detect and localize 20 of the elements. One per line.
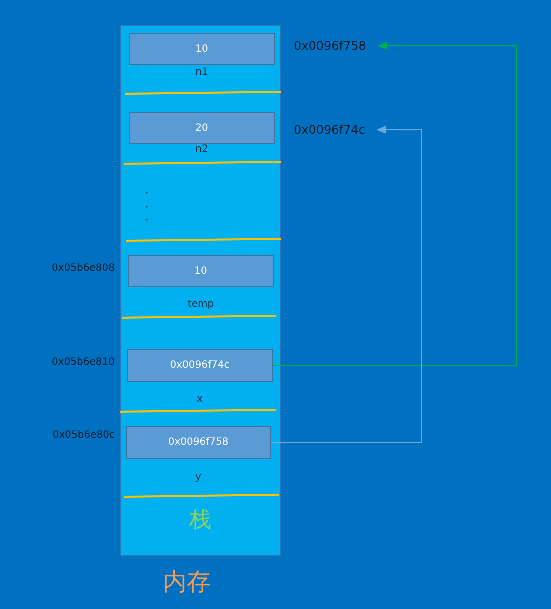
memory-cell: 0x0096f758 bbox=[126, 426, 271, 459]
arrow bbox=[272, 42, 518, 366]
memory-cell: 0x0096f74c bbox=[127, 349, 273, 382]
arrow bbox=[270, 126, 422, 443]
stack-panel bbox=[120, 25, 281, 556]
caption: 内存 bbox=[163, 570, 211, 594]
memory-cell: 20 bbox=[129, 112, 275, 144]
address-label: 0x05b6e810 bbox=[52, 357, 115, 368]
variable-name: n1 bbox=[196, 67, 208, 78]
memory-cell: 10 bbox=[128, 255, 274, 287]
variable-name: x bbox=[197, 394, 203, 405]
address-label: 0x05b6e808 bbox=[52, 263, 115, 274]
variable-name: n2 bbox=[196, 144, 208, 155]
address-label: 0x05b6e80c bbox=[52, 430, 115, 441]
variable-name: y bbox=[196, 472, 202, 483]
stack-label: 栈 bbox=[190, 510, 212, 532]
address-label: 0x0096f74c bbox=[294, 123, 366, 137]
memory-cell: 10 bbox=[129, 33, 275, 65]
address-label: 0x0096f758 bbox=[294, 39, 366, 53]
variable-name: temp bbox=[188, 299, 214, 310]
